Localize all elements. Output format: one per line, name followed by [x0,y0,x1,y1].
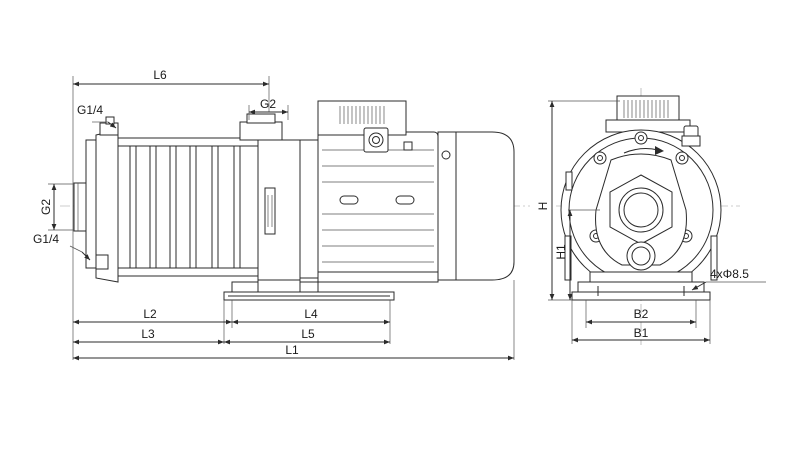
bolt-icon [593,151,607,165]
bolt-icon [634,131,648,145]
stage-rib [149,145,157,269]
label-holes: 4xΦ8.5 [710,267,749,281]
terminal-box [317,100,413,153]
label-G2-side: G2 [39,199,53,215]
label-H1: H1 [554,244,568,260]
label-L6: L6 [153,68,167,82]
bolt-hole [597,155,603,161]
stage-rib [129,145,137,269]
label-G1-4-top: G1/4 [77,103,103,117]
side-dimensions: L6 G2 G1/4 G2 G1/4 L2 L4 L3 L5 L1 [33,68,515,361]
front-dimensions: H H1 4xΦ8.5 B2 B1 [536,100,766,344]
label-B1: B1 [634,326,649,340]
label-B2: B2 [634,307,649,321]
bolt-hole [679,155,685,161]
bolt-hole [638,135,644,141]
stage-rib [169,145,177,269]
side-view [60,100,530,301]
stage-rib [189,145,197,269]
discharge-body [239,113,319,281]
label-G1-4-side: G1/4 [33,232,59,246]
label-L4: L4 [304,307,318,321]
stage-stack [117,137,259,277]
stage-rib [211,145,219,269]
label-G2-top: G2 [260,97,276,111]
bolt-icon [675,151,689,165]
label-L3: L3 [141,327,155,341]
label-H: H [536,202,550,211]
stage-rib [233,145,241,269]
motor [317,131,515,281]
label-L1: L1 [285,343,299,357]
label-L2: L2 [143,307,157,321]
pump-head [95,116,119,283]
label-L5: L5 [301,327,315,341]
front-view [556,88,740,345]
base-foot [223,279,395,301]
